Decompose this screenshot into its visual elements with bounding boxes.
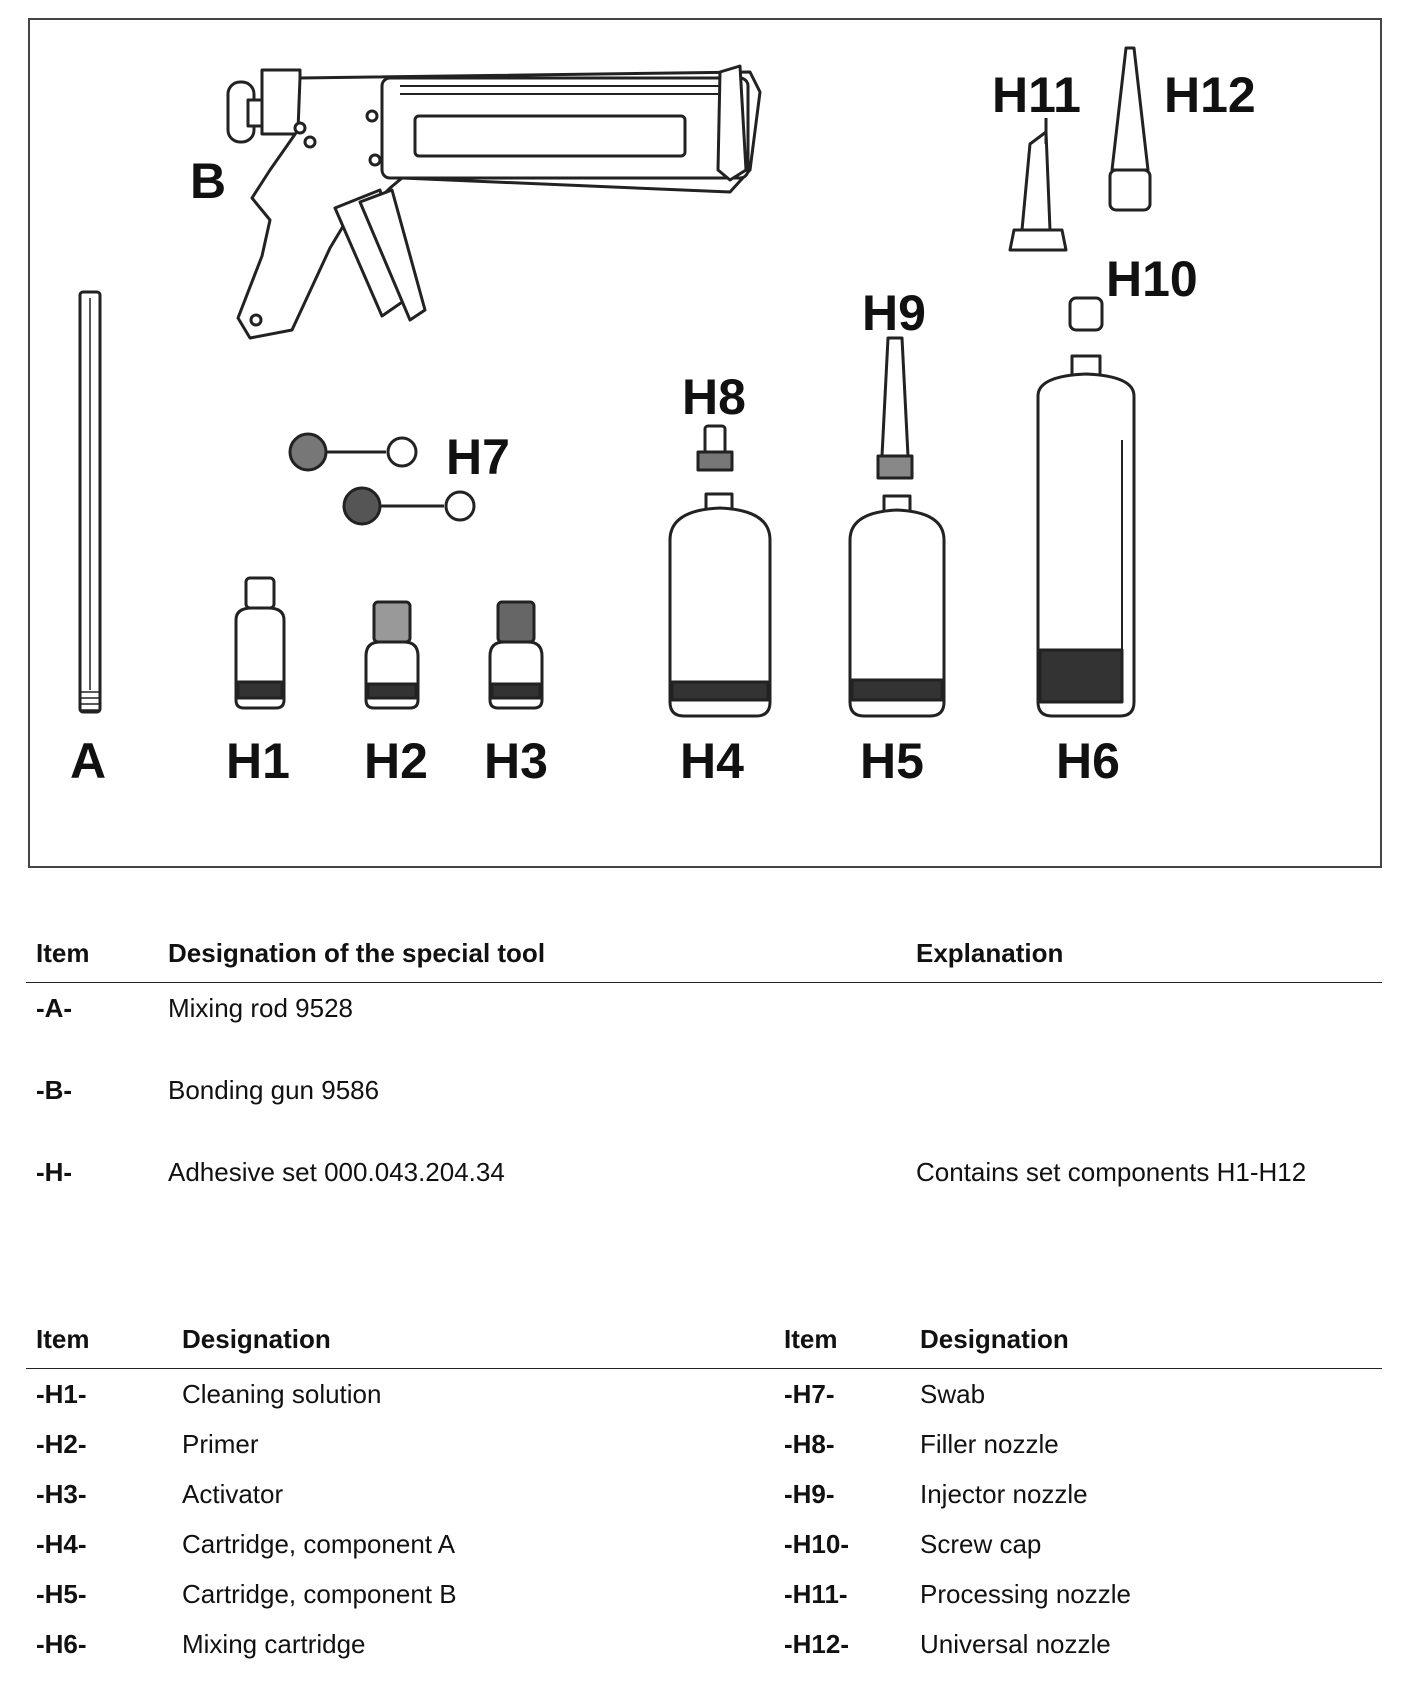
label-a: A [70,733,107,789]
special-tools-table: Item Designation of the special tool Exp… [26,932,1382,1239]
label-h2: H2 [364,733,428,789]
universal-nozzle-icon [1108,46,1152,212]
label-h7: H7 [446,429,510,485]
header-explanation: Explanation [916,938,1064,968]
item-code: -A- [36,993,73,1023]
screw-cap-icon [1068,296,1104,332]
item-code-left: -H2- [36,1429,87,1459]
item-code-right: -H10- [784,1529,850,1559]
item-designation: Bonding gun 9586 [168,1075,380,1105]
item-code-left: -H3- [36,1479,87,1509]
item-code-right: -H8- [784,1429,835,1459]
label-h4: H4 [680,733,744,789]
item-designation-left: Cartridge, component A [182,1529,456,1559]
injector-nozzle-icon [876,336,914,480]
header-designation: Designation of the special tool [168,938,546,968]
table-row: -H6- Mixing cartridge -H12- Universal no… [26,1629,1382,1679]
cleaning-solution-bottle-icon [234,576,286,710]
primer-bottle-icon [364,600,420,710]
processing-nozzle-icon [1008,118,1068,252]
table-header: Item Designation Item Designation [26,1318,1382,1369]
label-h9: H9 [862,285,926,341]
table-row: -H2- Primer -H8- Filler nozzle [26,1429,1382,1479]
item-code-right: -H9- [784,1479,835,1509]
item-designation-left: Cleaning solution [182,1379,382,1409]
table-row: -H- Adhesive set 000.043.204.34 Contains… [26,1157,1382,1239]
item-designation-right: Injector nozzle [920,1479,1088,1509]
table-header: Item Designation of the special tool Exp… [26,932,1382,983]
activator-bottle-icon [488,600,544,710]
item-code: -H- [36,1157,73,1187]
cartridge-a-icon [668,492,772,718]
table-row: -B- Bonding gun 9586 [26,1075,1382,1157]
item-code-left: -H4- [36,1529,87,1559]
table-row: -H5- Cartridge, component B -H11- Proces… [26,1579,1382,1629]
item-designation-left: Cartridge, component B [182,1579,457,1609]
table-row: -H1- Cleaning solution -H7- Swab [26,1379,1382,1429]
filler-nozzle-icon [696,424,734,472]
table-row: -H3- Activator -H9- Injector nozzle [26,1479,1382,1529]
header-item: Item [36,938,90,968]
table-row: -A- Mixing rod 9528 [26,993,1382,1075]
label-h6: H6 [1056,733,1120,789]
swab-icon [288,432,476,526]
item-designation: Adhesive set 000.043.204.34 [168,1157,505,1187]
label-h11: H11 [992,67,1081,123]
item-designation-right: Screw cap [920,1529,1042,1559]
table-row: -H4- Cartridge, component A -H10- Screw … [26,1529,1382,1579]
item-code-left: -H1- [36,1379,87,1409]
label-h1: H1 [226,733,290,789]
item-code: -B- [36,1075,73,1105]
header-designation-left: Designation [182,1324,331,1354]
item-code-right: -H12- [784,1629,850,1659]
mixing-cartridge-icon [1036,354,1136,718]
label-h12: H12 [1164,67,1256,123]
item-designation-right: Processing nozzle [920,1579,1131,1609]
label-h8: H8 [682,369,746,425]
item-designation: Mixing rod 9528 [168,993,353,1023]
tool-drawing [78,46,1152,718]
item-code-left: -H5- [36,1579,87,1609]
tool-illustration: A B H1 H2 H3 H4 H5 H6 H7 H8 H9 H10 H11 H… [28,18,1382,868]
header-item-left: Item [36,1324,90,1354]
label-b: B [190,153,227,209]
header-designation-right: Designation [920,1324,1069,1354]
item-designation-left: Primer [182,1429,259,1459]
item-designation-left: Mixing cartridge [182,1629,366,1659]
item-code-right: -H7- [784,1379,835,1409]
mixing-rod-icon [78,290,102,714]
cartridge-b-icon [848,494,946,718]
label-h5: H5 [860,733,924,789]
item-designation-right: Universal nozzle [920,1629,1111,1659]
label-h10: H10 [1106,251,1198,307]
header-item-right: Item [784,1324,838,1354]
item-code-left: -H6- [36,1629,87,1659]
label-h3: H3 [484,733,548,789]
item-designation-right: Swab [920,1379,986,1409]
bonding-gun-icon [226,64,762,340]
item-code-right: -H11- [784,1579,848,1609]
item-designation-right: Filler nozzle [920,1429,1059,1459]
set-components-table: Item Designation Item Designation -H1- C… [26,1318,1382,1679]
item-explanation: Contains set components H1-H12 [916,1157,1307,1187]
item-designation-left: Activator [182,1479,284,1509]
